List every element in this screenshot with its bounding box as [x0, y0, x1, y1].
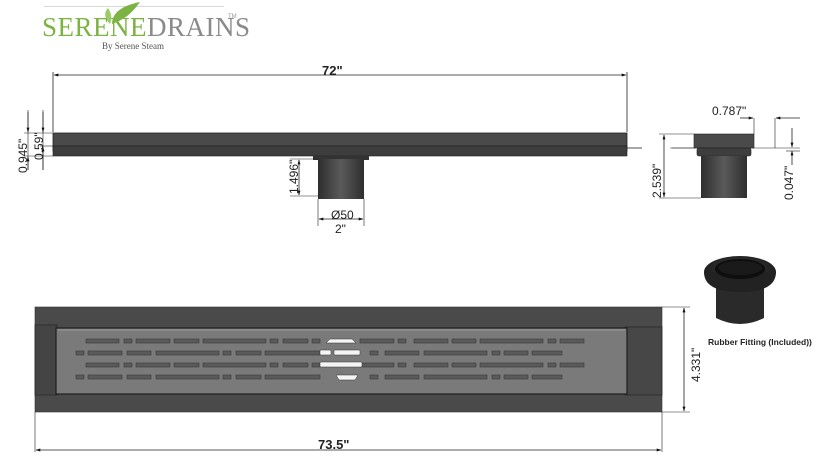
dim-overall-length: 73.5"	[318, 437, 350, 452]
dim-outlet-diameter-mm: Ø50	[331, 208, 354, 222]
logo-wordmark: SERENEDRAINS	[42, 12, 251, 42]
dim-lip-thickness: 0.047"	[782, 165, 796, 200]
dim-flange-width: 0.787"	[712, 104, 747, 118]
dim-width: 4.331"	[689, 347, 703, 382]
logo-brand-green: SERENE	[42, 12, 148, 42]
top-view	[34, 306, 690, 452]
dim-grate-thickness: 0.59"	[32, 132, 46, 160]
center-drain-opening	[319, 338, 363, 381]
end-view	[659, 116, 800, 199]
rubber-fitting-caption: Rubber Fitting (Included))	[708, 337, 812, 347]
rubber-fitting-image	[704, 256, 776, 324]
side-view	[24, 72, 642, 226]
dim-outlet-height: 1.496"	[287, 159, 301, 194]
grate-slots	[75, 338, 585, 380]
dim-overall-height: 0.945"	[16, 138, 30, 173]
logo-tagline: By Serene Steam	[102, 41, 164, 51]
dim-outlet-diameter-in: 2"	[335, 222, 346, 236]
logo-brand-gray: DRAINS	[147, 12, 251, 42]
logo-trademark: TM	[228, 14, 237, 20]
dim-total-height: 2.539"	[650, 163, 664, 198]
dim-length-72: 72"	[322, 63, 343, 78]
